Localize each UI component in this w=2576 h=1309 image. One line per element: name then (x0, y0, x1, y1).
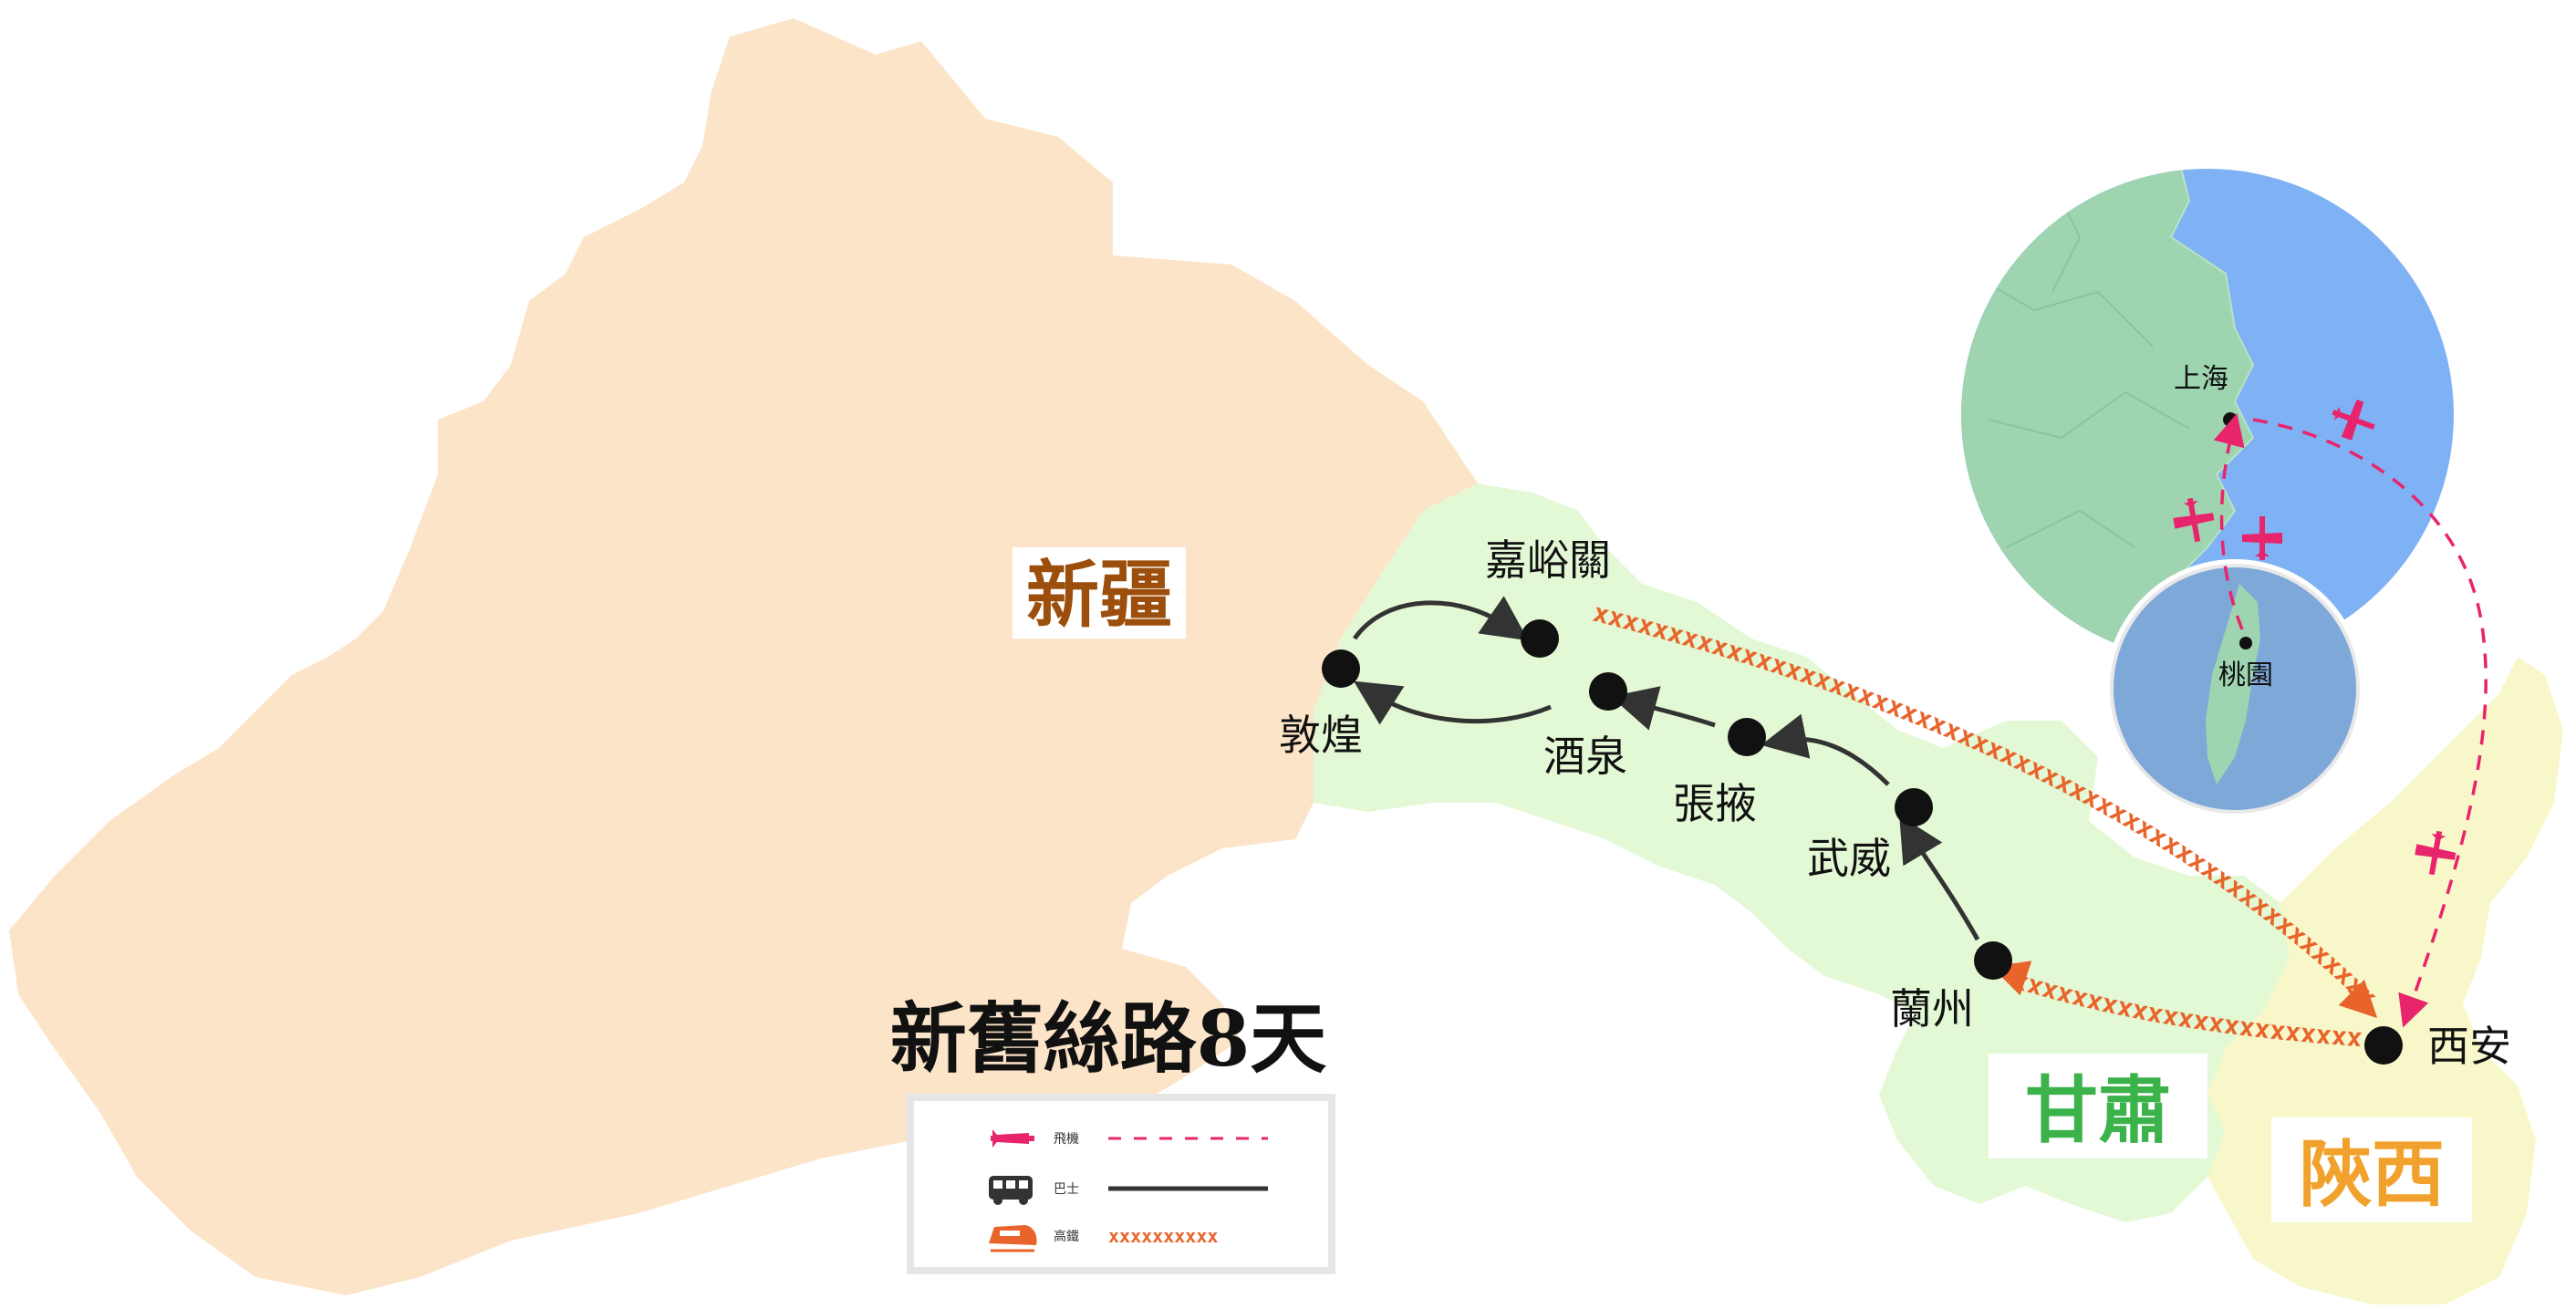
region-label-shaanxi: 陝西 (2271, 1117, 2472, 1222)
city-label-zhangye: 張掖 (1673, 779, 1757, 828)
bus-route-dunhuang-jiayuguan (1352, 596, 1529, 641)
flight-routes (2213, 413, 2488, 1028)
city-marker-jiuquan (1589, 672, 1627, 711)
bus-routes (1352, 596, 1980, 941)
city-label-wuwei: 武威 (1807, 834, 1891, 883)
legend-label-bus: 巴士 (1054, 1182, 1079, 1197)
city-marker-zhangye (1728, 718, 1766, 756)
city-marker-xian (2364, 1026, 2403, 1065)
inset-taiwan-map: 桃園 (2105, 559, 2364, 818)
bus-route-zhangye-jiuquan (1610, 686, 1716, 731)
city-label-jiayuguan: 嘉峪關 (1485, 535, 1611, 585)
airplane-icon (2415, 830, 2457, 876)
region-label-gansu: 甘肅 (1989, 1054, 2207, 1158)
city-marker-lanzhou (1974, 941, 2012, 980)
region-gansu (1314, 483, 2290, 1222)
inset-label-taoyuan: 桃園 (2218, 660, 2273, 691)
legend-label-flight: 飛機 (1054, 1132, 1079, 1147)
svg-text:甘肅: 甘肅 (2025, 1067, 2171, 1153)
region-xinjiang (9, 18, 1478, 1295)
city-label-lanzhou: 蘭州 (1890, 984, 1974, 1034)
airplane-icon (2242, 516, 2282, 560)
flight-route-shanghai-xian (2252, 418, 2488, 1028)
region-label-xinjiang: 新疆 (1013, 547, 1186, 639)
inset-marker-taoyuan (2239, 637, 2252, 649)
legend-airplane-icon (991, 1129, 1034, 1148)
legend-train-icon (989, 1225, 1037, 1252)
legend: 飛機 巴士 高鐵 xxxxxxxxxx (907, 1094, 1335, 1274)
flight-route-taoyuan-shanghai (2213, 413, 2245, 630)
svg-text:陝西: 陝西 (2299, 1131, 2445, 1217)
bus-route-jiuquan-dunhuang (1353, 680, 1552, 725)
legend-label-rail: 高鐵 (1054, 1229, 1079, 1244)
city-marker-dunhuang (1322, 649, 1360, 688)
city-label-jiuquan: 酒泉 (1543, 732, 1627, 781)
city-marker-wuwei (1895, 788, 1933, 826)
svg-text:新疆: 新疆 (1026, 552, 1172, 638)
inset-label-shanghai: 上海 (2174, 363, 2228, 395)
bus-route-wuwei-zhangye (1761, 713, 1890, 786)
city-markers (1322, 619, 2403, 1065)
city-marker-jiayuguan (1521, 619, 1559, 658)
legend-rail-symbol: xxxxxxxxxx (1108, 1225, 1218, 1247)
city-label-dunhuang: 敦煌 (1279, 711, 1363, 760)
city-label-xian: 西安 (2427, 1022, 2511, 1071)
inset-marker-shanghai (2223, 412, 2238, 427)
map-title: 新舊絲路8天 (890, 993, 1326, 1084)
airplane-icon (2173, 497, 2215, 543)
legend-bus-icon (989, 1176, 1033, 1205)
airplane-icon (2332, 399, 2375, 441)
bus-route-lanzhou-wuwei (1899, 815, 1980, 941)
inset-shanghai-map: 上海 (1956, 163, 2459, 667)
